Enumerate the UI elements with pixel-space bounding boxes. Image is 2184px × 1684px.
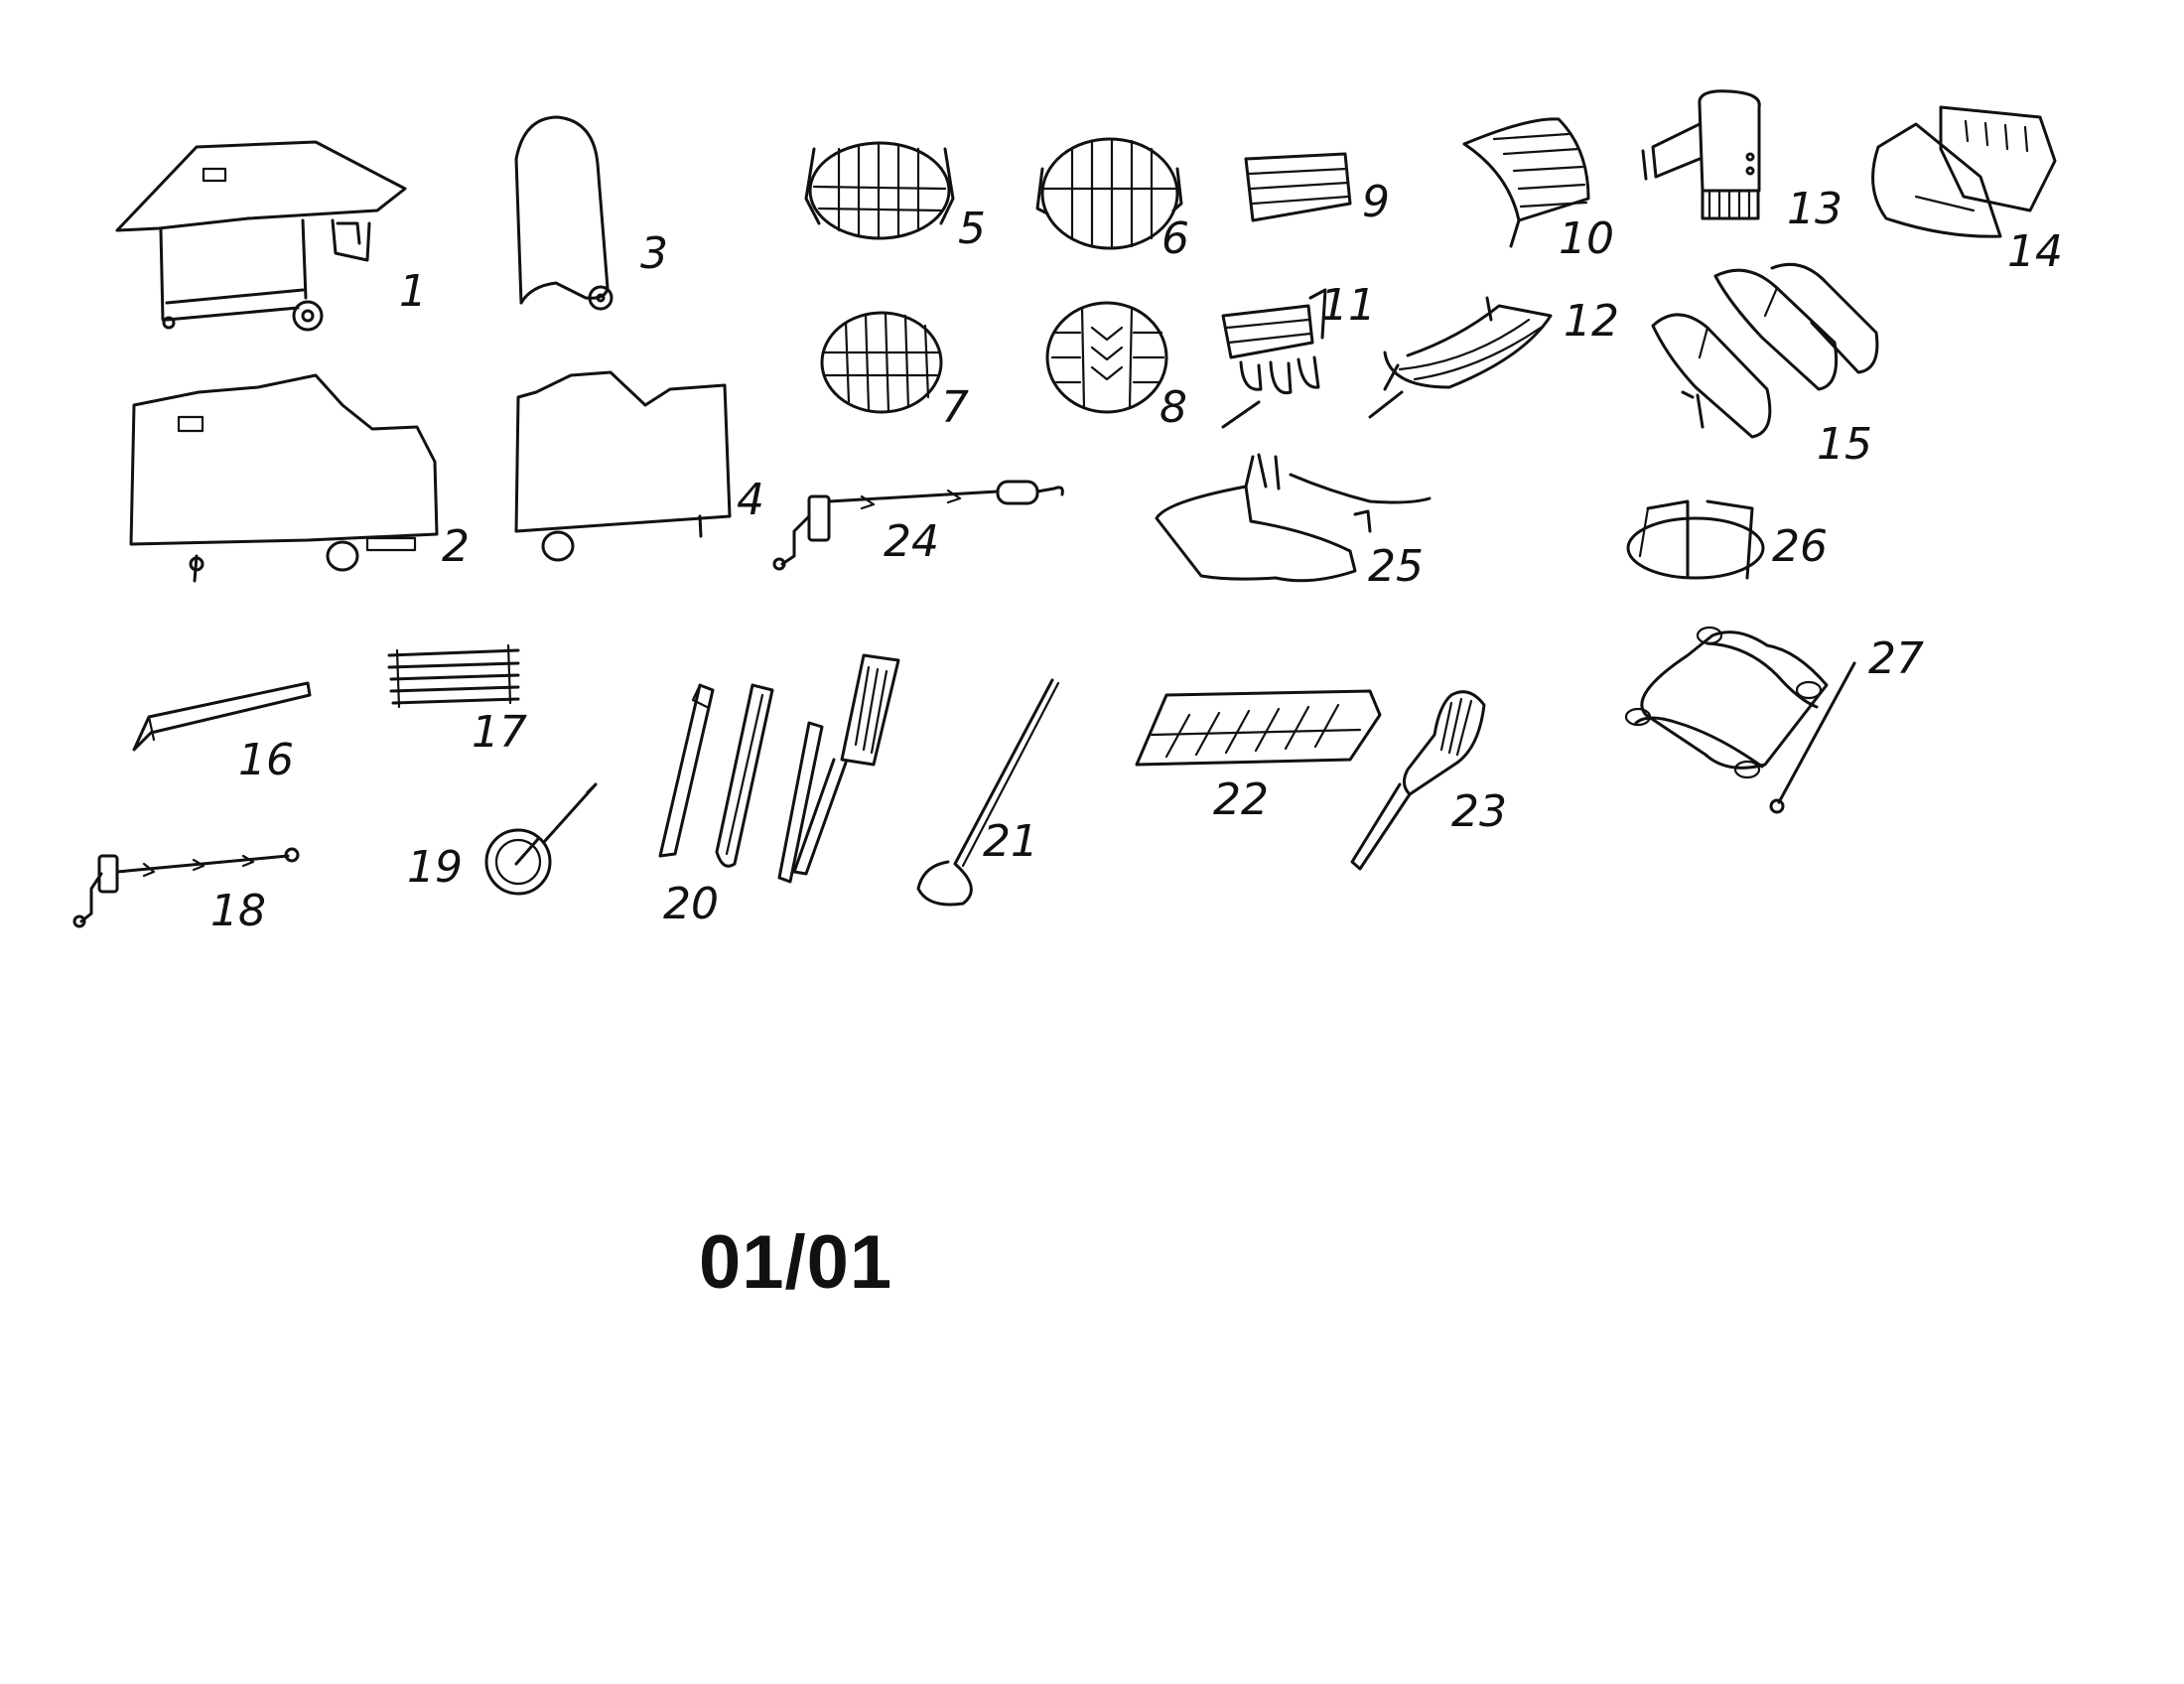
part-25-griddle — [1155, 453, 1432, 583]
part-6-round-grate — [1035, 137, 1183, 250]
part-27-rib-rack — [1624, 626, 1856, 814]
part-number-21: 21 — [983, 816, 1038, 867]
page-number: 01/01 — [699, 1220, 893, 1305]
part-4-side-cover — [514, 370, 732, 562]
part-number-8: 8 — [1160, 382, 1187, 433]
part-number-22: 22 — [1213, 774, 1269, 825]
part-20-grill-tools — [658, 653, 900, 884]
part-number-24: 24 — [884, 516, 939, 567]
part-number-25: 25 — [1368, 541, 1424, 592]
part-17-warming-rack — [387, 643, 520, 709]
part-12-curved-tray — [1368, 296, 1553, 419]
part-11-burner-assembly — [1221, 288, 1327, 429]
part-26-wok-ring — [1626, 499, 1765, 580]
part-number-26: 26 — [1772, 521, 1828, 572]
part-15-flavorizer-bars — [1651, 262, 1879, 439]
part-1-grill-cover-cart — [115, 140, 407, 332]
part-8-chevron-grate — [1045, 301, 1168, 414]
part-number-5: 5 — [958, 204, 986, 254]
part-13-chimney-starter — [1641, 89, 1761, 220]
part-number-14: 14 — [2007, 226, 2063, 277]
part-23-basting-brush — [1350, 690, 1486, 871]
part-9-grate-panel — [1244, 152, 1352, 222]
part-number-10: 10 — [1559, 213, 1614, 264]
part-16-angle-bar — [132, 681, 312, 752]
part-24-rotisserie-kit — [772, 480, 1064, 571]
part-number-13: 13 — [1787, 184, 1843, 234]
part-number-27: 27 — [1868, 633, 1924, 684]
part-3-kettle-cover — [514, 115, 614, 311]
part-number-7: 7 — [941, 382, 969, 433]
part-number-6: 6 — [1161, 213, 1189, 264]
part-number-19: 19 — [407, 842, 463, 893]
part-number-17: 17 — [472, 707, 527, 758]
part-18-rotisserie-spit — [72, 847, 300, 928]
part-22-grill-pan — [1135, 689, 1382, 767]
part-number-20: 20 — [663, 879, 719, 929]
part-number-23: 23 — [1451, 786, 1507, 837]
part-number-2: 2 — [442, 521, 470, 572]
part-19-thermometer — [484, 782, 598, 896]
part-10-heat-shield — [1462, 117, 1590, 248]
part-number-12: 12 — [1564, 296, 1619, 347]
part-21-basting-spoon — [916, 678, 1060, 907]
part-7-charcoal-grate — [820, 311, 943, 414]
part-number-11: 11 — [1320, 280, 1376, 331]
part-number-15: 15 — [1817, 419, 1872, 470]
part-2-large-grill-cover — [129, 373, 439, 583]
part-5-cooking-grate — [804, 141, 955, 240]
part-number-4: 4 — [737, 475, 764, 525]
part-number-18: 18 — [210, 886, 266, 936]
part-number-1: 1 — [399, 266, 427, 317]
part-number-16: 16 — [238, 735, 294, 785]
part-14-charcoal-baskets — [1871, 105, 2057, 238]
part-number-3: 3 — [640, 228, 668, 279]
part-number-9: 9 — [1362, 177, 1390, 227]
